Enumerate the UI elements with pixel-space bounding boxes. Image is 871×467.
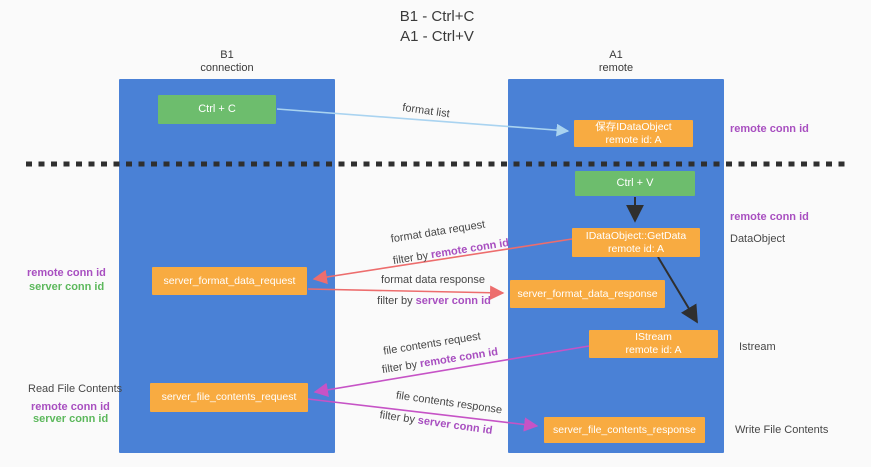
getdata-line1: IDataObject::GetData xyxy=(585,229,687,242)
server-conn-id-label-left-2: server conn id xyxy=(33,413,109,425)
ctrl-v-box: Ctrl + V xyxy=(575,171,695,196)
server-file-contents-response-box: server_file_contents_response xyxy=(544,417,705,443)
write-file-contents-label: Write File Contents xyxy=(735,424,829,436)
server-format-data-request-box: server_format_data_request xyxy=(152,267,307,295)
remote-conn-id-label-right-1: remote conn id xyxy=(730,123,809,135)
getdata-box: IDataObject::GetData remote id: A xyxy=(572,228,700,257)
diagram-title: B1 - Ctrl+C A1 - Ctrl+V xyxy=(337,7,537,47)
lane-b1-role: connection xyxy=(200,62,254,74)
filter-key-remote-conn-id: remote conn id xyxy=(430,236,510,262)
title-line-1: B1 - Ctrl+C xyxy=(399,8,475,25)
istream-box: IStream remote id: A xyxy=(589,330,718,358)
remote-conn-id-label-right-2: remote conn id xyxy=(730,211,809,223)
format-data-response-filter-label: filter by server conn id xyxy=(377,295,491,307)
server-conn-id-label-left-1: server conn id xyxy=(29,281,105,293)
filter-by-text: filter by xyxy=(378,409,419,427)
save-dataobject-line2: remote id: A xyxy=(605,133,662,146)
server-file-contents-request-box: server_file_contents_request xyxy=(150,383,308,412)
server-file-contents-response-label: server_file_contents_response xyxy=(552,423,696,436)
ctrl-c-box: Ctrl + C xyxy=(158,95,276,124)
format-data-request-label: format data request xyxy=(389,218,487,246)
lane-b1-name: B1 xyxy=(220,49,234,61)
filter-key-server-conn-id: server conn id xyxy=(415,295,491,307)
istream-line1: IStream xyxy=(635,331,672,343)
ctrl-c-label: Ctrl + C xyxy=(198,103,236,115)
remote-conn-id-label-left-1: remote conn id xyxy=(27,267,106,279)
title-line-2: A1 - Ctrl+V xyxy=(400,28,474,45)
lane-a1-role: remote xyxy=(598,62,634,74)
remote-conn-id-label-left-2: remote conn id xyxy=(31,401,110,413)
filter-key-server-conn-id: server conn id xyxy=(416,414,494,437)
dataobject-label: DataObject xyxy=(730,233,786,245)
file-contents-response-filter-label: filter by server conn id xyxy=(379,409,493,437)
lane-header-b1: B1 connection xyxy=(119,49,335,75)
istream-line2: remote id: A xyxy=(625,344,682,356)
filter-by-text: filter by xyxy=(392,249,433,268)
server-file-contents-request-label: server_file_contents_request xyxy=(161,391,297,403)
istream-side-label: Istream xyxy=(739,341,776,353)
format-list-arrow-label: format list xyxy=(401,101,451,121)
server-format-data-response-label: server_format_data_response xyxy=(517,287,658,300)
file-contents-response-label: file contents response xyxy=(395,389,503,417)
filter-by-text: filter by xyxy=(377,295,416,307)
save-dataobject-box: 保存IDataObject remote id: A xyxy=(574,120,693,147)
lane-header-a1: A1 remote xyxy=(508,49,724,75)
lane-a1-name: A1 xyxy=(609,49,623,61)
server-format-data-response-box: server_format_data_response xyxy=(510,280,665,308)
ctrl-v-label: Ctrl + V xyxy=(616,177,654,189)
save-dataobject-line1: 保存IDataObject xyxy=(595,120,672,133)
getdata-line2: remote id: A xyxy=(607,242,665,255)
read-file-contents-label: Read File Contents xyxy=(28,383,123,395)
server-format-data-request-label: server_format_data_request xyxy=(163,274,296,287)
filter-by-text: filter by xyxy=(381,358,422,377)
format-data-response-label: format data response xyxy=(381,274,485,286)
